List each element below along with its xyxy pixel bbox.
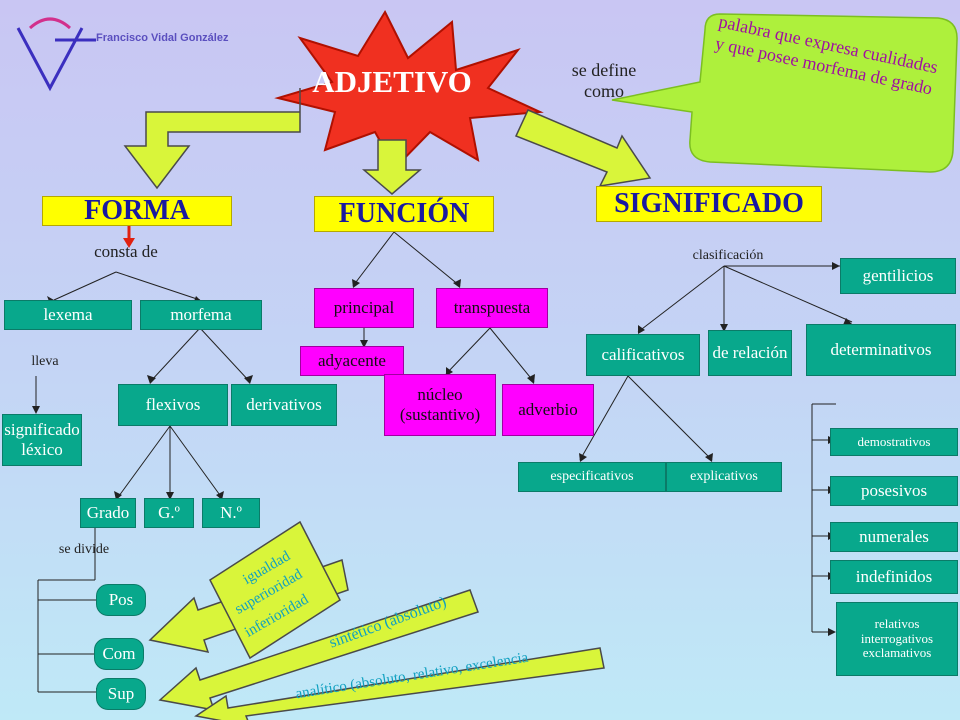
genero-box: G.º bbox=[144, 498, 194, 528]
adverbio-box: adverbio bbox=[502, 384, 594, 436]
lexema-box: lexema bbox=[4, 300, 132, 330]
indefinidos-box: indefinidos bbox=[830, 560, 958, 594]
logo-icon bbox=[16, 17, 96, 92]
funcion-box: FUNCIÓN bbox=[314, 196, 494, 232]
grado-pos-box: Pos bbox=[96, 584, 146, 616]
significado-connector: clasificación bbox=[692, 248, 764, 263]
gentilicios-box: gentilicios bbox=[840, 258, 956, 294]
definition-connector: se define como bbox=[571, 60, 637, 101]
principal-box: principal bbox=[314, 288, 414, 328]
lexema-connector: lleva bbox=[31, 354, 59, 369]
relativos-box: relativos interrogativos exclamativos bbox=[836, 602, 958, 676]
determinativos-box: determinativos bbox=[806, 324, 956, 376]
root-title: ADJETIVO bbox=[312, 64, 472, 99]
starburst-shape bbox=[274, 9, 544, 170]
significado-lexico-box: significado léxico bbox=[2, 414, 82, 466]
especificativos-box: especificativos bbox=[518, 462, 666, 492]
grado-sup-box: Sup bbox=[96, 678, 146, 710]
demostrativos-box: demostrativos bbox=[830, 428, 958, 456]
grado-connector: se divide bbox=[58, 542, 110, 557]
nucleo-box: núcleo (sustantivo) bbox=[384, 374, 496, 436]
callout-bubble bbox=[611, 13, 958, 173]
significado-box: SIGNIFICADO bbox=[596, 186, 822, 222]
comparative-callout bbox=[209, 520, 341, 660]
explicativos-box: explicativos bbox=[666, 462, 782, 492]
grado-com-box: Com bbox=[94, 638, 144, 670]
numero-box: N.º bbox=[202, 498, 260, 528]
grado-box: Grado bbox=[80, 498, 136, 528]
arrow-to-sup-2 bbox=[194, 647, 605, 720]
calificativos-box: calificativos bbox=[586, 334, 700, 376]
posesivos-box: posesivos bbox=[830, 476, 958, 506]
transpuesta-box: transpuesta bbox=[436, 288, 548, 328]
morfema-box: morfema bbox=[140, 300, 262, 330]
derivativos-box: derivativos bbox=[231, 384, 337, 426]
arrow-to-sup-1 bbox=[158, 589, 479, 711]
de-relacion-box: de relación bbox=[708, 330, 792, 376]
forma-connector: consta de bbox=[94, 242, 158, 261]
logo-author: Francisco Vidal González bbox=[96, 32, 229, 44]
forma-box: FORMA bbox=[42, 195, 232, 226]
numerales-box: numerales bbox=[830, 522, 958, 552]
adyacente-box: adyacente bbox=[300, 346, 404, 376]
flexivos-box: flexivos bbox=[118, 384, 228, 426]
